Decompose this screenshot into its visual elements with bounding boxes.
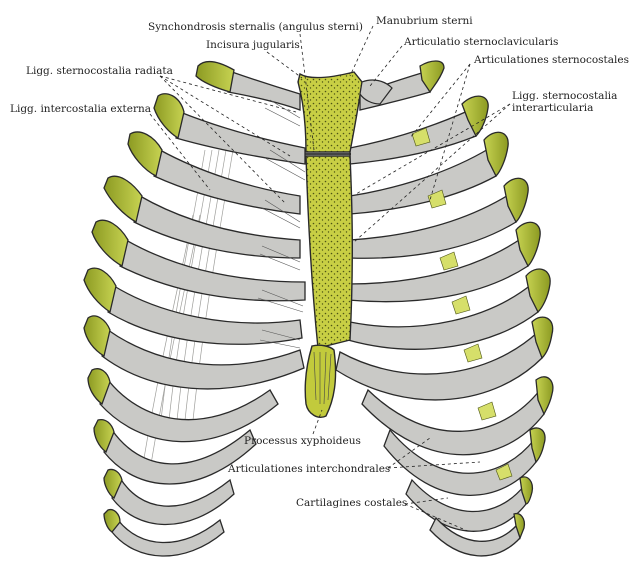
- left-rib-10: [111, 476, 235, 526]
- label-ligg-interarticularia-1: Ligg. sternocostalia: [512, 90, 617, 102]
- right-cartilage-7: [531, 316, 554, 360]
- left-radiate-ligaments: [257, 99, 306, 349]
- right-cartilage-1: [419, 60, 445, 94]
- right-cartilage-10: [519, 476, 534, 505]
- sternal-body: [305, 155, 354, 349]
- xiphoid-striations: [313, 351, 332, 405]
- sternum: [297, 71, 363, 418]
- left-lower-arch: [111, 518, 225, 557]
- right-clavicular-facet: [359, 79, 393, 105]
- left-rib-3: [153, 149, 301, 215]
- left-cartilage-9: [93, 418, 115, 454]
- label-articulatio-sternoclavicularis: Articulatio sternoclavicularis: [403, 36, 558, 48]
- left-cartilage-5: [91, 219, 129, 267]
- right-cartilage-2: [461, 95, 489, 138]
- right-cartilage-4: [503, 177, 529, 224]
- label-cartilagines-costales: Cartilagines costales: [296, 497, 407, 509]
- label-articulationes-sternocostales: Articulationes sternocostales: [473, 54, 629, 66]
- label-manubrium: Manubrium sterni: [376, 15, 473, 27]
- left-rib-8: [99, 378, 279, 443]
- right-ribs: [335, 60, 554, 557]
- label-synchondrosis: Synchondrosis sternalis (angulus sterni): [148, 21, 363, 33]
- label-processus-xyphoideus: Processus xyphoideus: [244, 435, 361, 447]
- right-cartilage-8: [535, 376, 554, 416]
- left-rib-5: [119, 239, 306, 302]
- right-articular-spots: [411, 127, 513, 481]
- label-incisura: Incisura jugularis: [206, 39, 300, 51]
- left-cartilage-8: [87, 368, 111, 406]
- left-cartilage-1: [195, 60, 235, 93]
- right-cartilage-9: [529, 427, 546, 464]
- label-articulationes-interchondrales: Articulationes interchondrales: [227, 463, 390, 475]
- label-ligg-radiata: Ligg. sternocostalia radiata: [26, 65, 173, 77]
- left-rib-7: [101, 328, 305, 390]
- left-cartilage-2: [153, 93, 185, 140]
- left-lower-cartilage: [103, 508, 121, 533]
- right-cartilage-6: [525, 268, 551, 314]
- right-cartilage-5: [515, 221, 541, 268]
- left-cartilage-7: [83, 315, 111, 358]
- left-rib-2: [175, 111, 306, 165]
- right-cartilage-3: [483, 131, 509, 178]
- left-cartilage-6: [83, 267, 117, 314]
- right-lower-cartilage: [513, 512, 526, 540]
- left-cartilage-3: [127, 131, 163, 177]
- label-ligg-intercostalia: Ligg. intercostalia externa: [10, 103, 151, 115]
- manubrium-sterni: [297, 71, 363, 153]
- left-ribs: [83, 60, 306, 557]
- leader-lines: [149, 25, 511, 533]
- left-cartilage-10: [103, 468, 123, 499]
- left-cartilage-4: [103, 175, 143, 223]
- label-ligg-interarticularia-2: interarticularia: [512, 102, 593, 114]
- left-rib-6: [107, 284, 303, 345]
- left-rib-1: [227, 71, 301, 111]
- left-rib-9: [103, 428, 257, 485]
- left-rib-4: [133, 194, 301, 259]
